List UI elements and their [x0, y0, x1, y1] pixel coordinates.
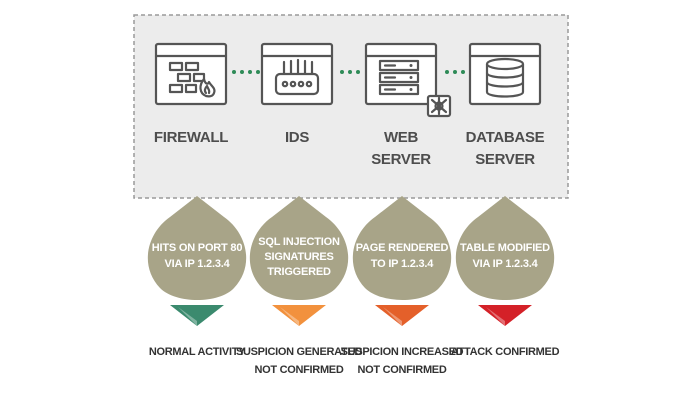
web-server-icon	[364, 42, 438, 106]
drop-sql-injection	[249, 196, 349, 300]
status-label: NORMAL ACTIVITY	[149, 346, 246, 358]
status-chevron-attack-confirmed	[478, 305, 532, 326]
database-icon	[468, 42, 542, 106]
drop-text: TABLE MODIFIED	[460, 242, 550, 254]
drop-hits-port-80	[147, 196, 247, 300]
drop-text: PAGE RENDERED	[356, 242, 449, 254]
node-label-firewall: FIREWALL	[154, 129, 228, 146]
ids-router-icon	[260, 42, 334, 106]
status-label: NOT CONFIRMED	[358, 364, 447, 376]
status-label: SUSPICION INCREASED	[341, 346, 464, 358]
connector-webserver-database	[445, 70, 465, 74]
drop-text: VIA IP 1.2.3.4	[164, 258, 230, 270]
drop-text: SQL INJECTION	[258, 236, 340, 248]
status-label: NOT CONFIRMED	[255, 364, 344, 376]
status-chevron-normal	[170, 305, 224, 326]
connector-ids-webserver	[340, 70, 360, 74]
node-label-database-server: DATABASE	[466, 129, 545, 146]
status-label: ATTACK CONFIRMED	[451, 346, 560, 358]
network-panel	[133, 14, 569, 199]
connector-firewall-ids	[232, 70, 260, 74]
node-label-web-server: SERVER	[371, 151, 431, 168]
status-chevron-suspicion-increased	[375, 305, 429, 326]
drop-text: SIGNATURES	[264, 251, 333, 263]
drop-text: TRIGGERED	[267, 266, 331, 278]
drop-text: TO IP 1.2.3.4	[371, 258, 435, 270]
drop-page-rendered	[352, 196, 452, 300]
node-label-web-server: WEB	[384, 129, 419, 146]
status-chevron-suspicion-generated	[272, 305, 326, 326]
drop-text: VIA IP 1.2.3.4	[472, 258, 538, 270]
web-attack-badge-icon	[426, 94, 452, 118]
status-label: SUSPICION GENERATED	[236, 346, 362, 358]
drop-table-modified	[455, 196, 555, 300]
node-label-ids: IDS	[285, 129, 309, 146]
drop-text: HITS ON PORT 80	[152, 242, 243, 254]
firewall-icon	[154, 42, 228, 106]
node-label-database-server: SERVER	[475, 151, 535, 168]
